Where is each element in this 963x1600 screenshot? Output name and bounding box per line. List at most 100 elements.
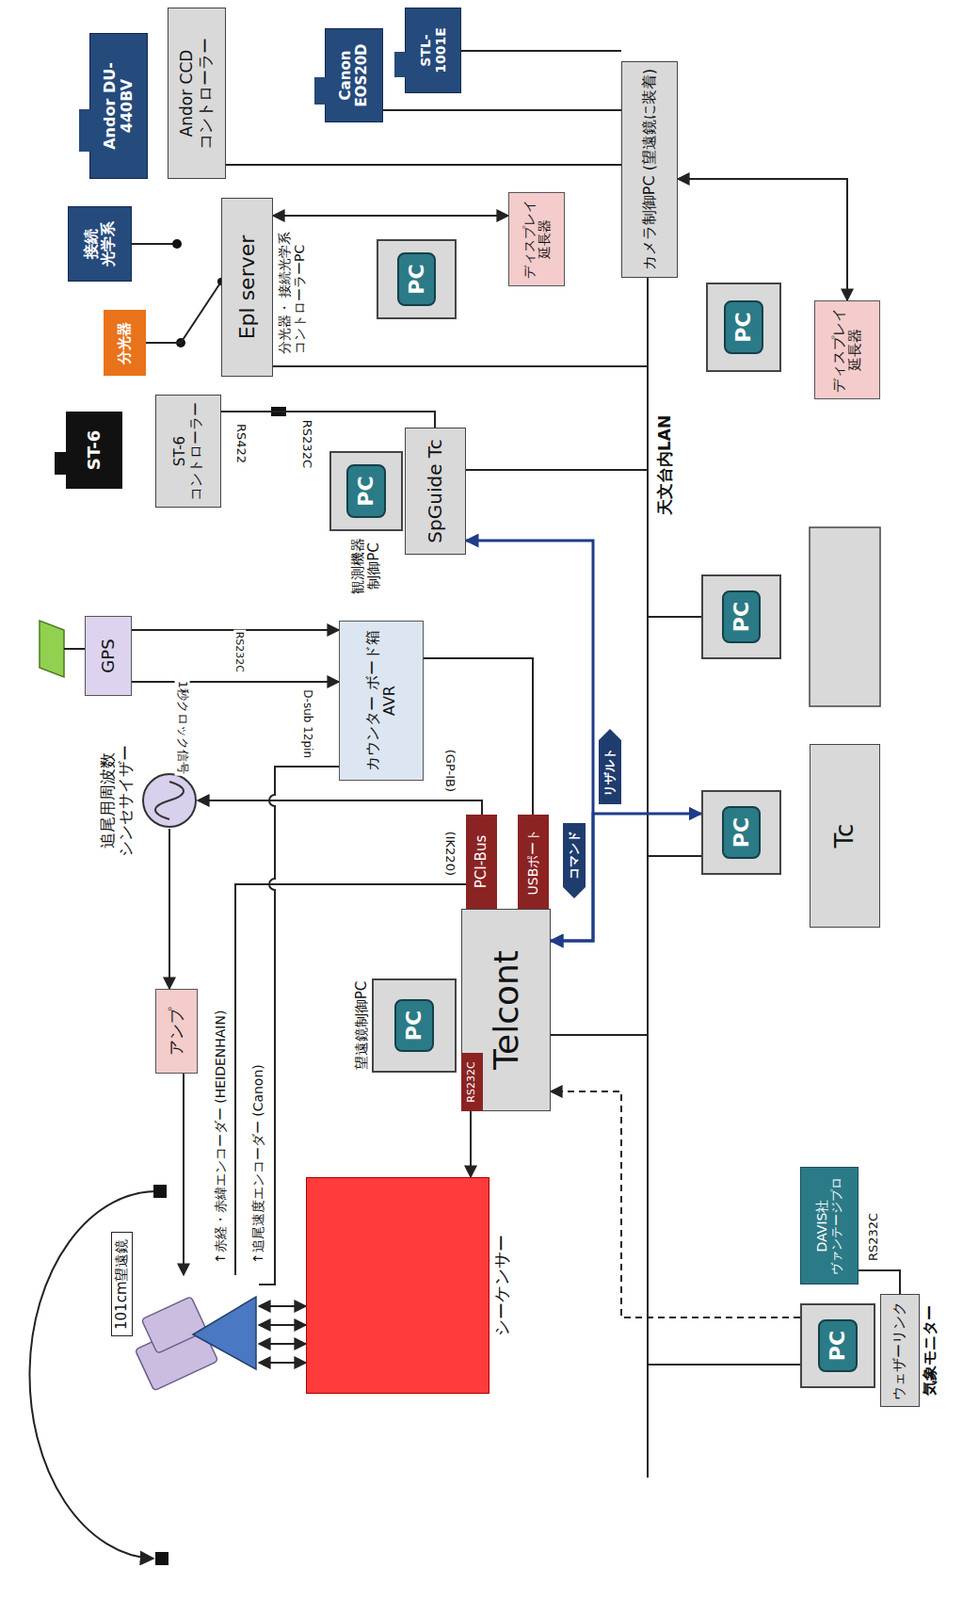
controller-box: Andor CCD コントローラー — [167, 7, 226, 179]
weather-link: ウェザーリンク気象モニター — [880, 1293, 920, 1407]
node-text: 接続 光学系 — [82, 211, 118, 276]
port-tab: PCI-Bus — [465, 814, 498, 909]
node-text: ST-6 — [84, 430, 105, 471]
node-text: PCI-Bus — [473, 834, 490, 888]
signal-label: (IK220) — [442, 829, 458, 878]
node-text: カメラ制御PC (望遠鏡に装着) — [641, 68, 659, 271]
command-badge: コマンド — [562, 822, 586, 899]
server-box: Epl server分光器・ 接続光学系 コントローラーPC — [221, 197, 273, 377]
camera: STL-1001E — [404, 7, 462, 94]
pc-monitor: PC — [376, 239, 457, 320]
pc-monitor: PC — [706, 282, 782, 372]
node-text: リザルト — [603, 747, 618, 797]
weather-station: DAVIS社ヴァンテージプロ — [800, 1166, 859, 1284]
signal-label: 1秒クロック信号 — [175, 678, 191, 776]
pc-base — [809, 527, 881, 707]
telescope-drawing — [134, 1296, 257, 1391]
node-text: PC — [394, 998, 434, 1052]
camera-tab — [79, 109, 91, 153]
connector — [461, 49, 622, 52]
telescope: 101cm望遠鏡 — [131, 1274, 259, 1388]
lan-tap — [465, 468, 648, 471]
node-text: PC — [722, 805, 761, 859]
node-text: Andor DU-440BV — [101, 38, 137, 174]
lan-tap — [272, 365, 648, 368]
node-text: Tc — [831, 823, 860, 849]
sequencer: シーケンサー — [305, 1176, 490, 1394]
node-text: Epl server — [235, 235, 259, 340]
camera-tab — [394, 51, 406, 78]
connector — [383, 109, 622, 112]
connector — [258, 1323, 306, 1326]
connector — [221, 411, 435, 428]
connector — [131, 680, 339, 683]
node-heading: 気象モニター — [921, 1304, 939, 1396]
gps-antenna — [39, 620, 85, 677]
signal-label: ↑赤経・赤緯エンコーダー (HEIDENHAIN) — [212, 1008, 229, 1266]
connector — [550, 1091, 801, 1317]
lan-tap — [647, 854, 702, 857]
node-text: PC — [818, 1318, 857, 1372]
pc-monitor: PC観測機器 制御PC — [329, 450, 403, 531]
pc-monitor: PC望遠鏡制御PC — [371, 978, 457, 1073]
display-extender: ディスプレイ 延長器 — [814, 300, 881, 400]
node-text: ディスプレイ 延長器 — [521, 197, 552, 281]
signal-label: (GP-IB) — [442, 747, 458, 794]
node-text: ヴァンテージプロ — [830, 1176, 845, 1275]
node-text: Canon EOS20D — [337, 33, 371, 117]
node-text: GPS — [98, 638, 119, 673]
lan-bus — [646, 277, 649, 1477]
lan-tap — [550, 1033, 648, 1036]
node-text: Andor CCD コントローラー — [177, 13, 215, 174]
node-text: ST-6 コントローラー — [172, 400, 206, 502]
connector — [258, 1304, 306, 1307]
node-text: ディスプレイ 延長器 — [831, 305, 865, 394]
pc-monitor: PC — [701, 574, 782, 659]
camera: Canon EOS20D — [324, 28, 384, 123]
node-text: SpGuide Tc — [424, 438, 447, 543]
node-text: Telcont — [486, 949, 526, 1070]
camera: Andor DU-440BV — [89, 32, 148, 179]
signal-label: RS232C — [233, 629, 246, 675]
camera-tab — [314, 77, 326, 105]
node-text: RS232C — [465, 1060, 479, 1102]
connector — [258, 1342, 306, 1345]
gps-receiver: GPS — [84, 615, 132, 696]
node-text: STL-1001E — [417, 13, 449, 88]
node-text: アンプ — [167, 1007, 187, 1056]
counter-box: カウンター ボード箱 AVR — [338, 620, 424, 781]
port-tab: USBポート — [517, 814, 549, 909]
node-text: USBポート — [525, 828, 541, 896]
camera-tab — [54, 451, 66, 476]
result-badge: リザルト — [598, 728, 622, 804]
node-text: PC — [397, 252, 436, 305]
pc-monitor: PC — [701, 789, 782, 875]
synth-symbol — [141, 771, 198, 829]
connector — [469, 1110, 472, 1177]
node-heading: 分光器・ 接続光学系 コントローラーPC — [276, 222, 307, 354]
connector — [182, 1073, 185, 1275]
connector — [858, 1269, 900, 1294]
node-heading: シーケンサー — [492, 1177, 513, 1393]
pc-base: カメラ制御PC (望遠鏡に装着) — [621, 61, 678, 278]
node-heading: 追尾用周波数 シンセサイザー — [98, 729, 136, 871]
controller-box: ST-6 コントローラー — [155, 394, 222, 508]
port-tab: RS232C — [461, 1052, 483, 1111]
signal-label: RS232C — [866, 1210, 882, 1263]
signal-label: ↑追尾速度エンコーダー (Canon) — [250, 1061, 267, 1266]
node-heading: 101cm望遠鏡 — [111, 1232, 133, 1337]
spectrograph: 分光器 — [103, 309, 146, 376]
connector — [168, 828, 171, 989]
connector — [225, 163, 622, 166]
node-text: PC — [722, 590, 761, 643]
pc-base: Tc — [809, 743, 881, 928]
connector — [258, 1361, 306, 1364]
connector — [423, 658, 533, 815]
node-heading: 観測機器 制御PC — [350, 534, 384, 597]
signal-label: RS232C — [299, 417, 315, 470]
node-text: 分光器 — [116, 321, 133, 365]
signal-label: 天文台内LAN — [655, 413, 675, 517]
amplifier: アンプ — [155, 988, 198, 1074]
node-text: DAVIS社 — [814, 1199, 830, 1252]
